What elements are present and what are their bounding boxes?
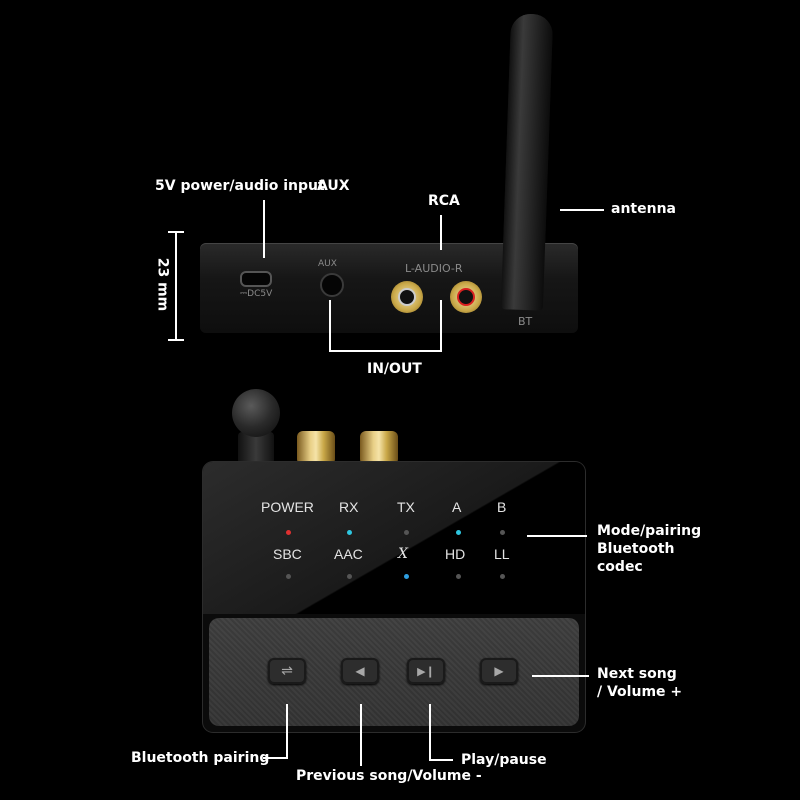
next-icon: ▶ bbox=[494, 664, 504, 678]
rca-left-port bbox=[391, 281, 423, 313]
indicator-hd-led bbox=[456, 574, 461, 579]
pairing-icon: ⇌ bbox=[281, 663, 293, 679]
indicator-glass-panel bbox=[203, 462, 585, 614]
rca-right-port bbox=[450, 281, 482, 313]
bt-label: BT bbox=[518, 315, 533, 328]
aux-port bbox=[320, 273, 344, 297]
indicator-aac-led bbox=[347, 574, 352, 579]
next-button[interactable]: ▶ bbox=[480, 658, 518, 684]
indicator-a-led bbox=[456, 530, 461, 535]
callout-mode-pairing-2: Bluetooth bbox=[597, 541, 675, 557]
rca-jack-gold-left bbox=[297, 431, 335, 465]
callout-in-out: IN/OUT bbox=[367, 361, 422, 377]
indicator-b-led bbox=[500, 530, 505, 535]
inout-line-bottom bbox=[329, 350, 442, 352]
indicator-b-label: B bbox=[497, 499, 507, 515]
indicator-aac-label: AAC bbox=[334, 546, 363, 562]
dimension-cap-top bbox=[168, 231, 184, 233]
indicator-sbc-led bbox=[286, 574, 291, 579]
indicator-ll-led bbox=[500, 574, 505, 579]
aux-port-label: AUX bbox=[318, 259, 337, 269]
callout-power-input: 5V power/audio input bbox=[155, 178, 325, 194]
play-pause-icon: ▶❙ bbox=[417, 664, 435, 678]
callout-antenna: antenna bbox=[611, 201, 676, 217]
previous-icon: ◀ bbox=[355, 664, 365, 678]
indicator-power-label: POWER bbox=[261, 499, 314, 515]
callout-line-play-v bbox=[429, 704, 431, 761]
callout-rca: RCA bbox=[428, 193, 460, 209]
indicator-power-led bbox=[286, 530, 291, 535]
callout-previous-song: Previous song/Volume - bbox=[296, 768, 482, 784]
callout-line-play-h bbox=[429, 759, 453, 761]
indicator-tx-led bbox=[404, 530, 409, 535]
callout-next-song-2: / Volume + bbox=[597, 684, 683, 700]
indicator-tx-label: TX bbox=[397, 499, 415, 515]
indicator-hd-label: HD bbox=[445, 546, 466, 562]
bluetooth-pairing-button[interactable]: ⇌ bbox=[268, 658, 306, 684]
callout-line-pairing-v bbox=[286, 704, 288, 758]
callout-mode-pairing-3: codec bbox=[597, 559, 643, 575]
inout-line-right bbox=[440, 300, 442, 352]
dimension-line bbox=[175, 231, 177, 341]
indicator-rx-led bbox=[347, 530, 352, 535]
antenna-ball bbox=[232, 389, 280, 437]
inout-line-left bbox=[329, 300, 331, 352]
usb-c-port bbox=[240, 271, 272, 287]
dimension-cap-bottom bbox=[168, 339, 184, 341]
rca-jack-gold-right bbox=[360, 431, 398, 465]
indicator-ll-label: LL bbox=[494, 546, 510, 562]
rca-port-label: L-AUDIO-R bbox=[405, 262, 463, 275]
callout-line-pairing-h bbox=[263, 757, 288, 759]
callout-next-song-1: Next song bbox=[597, 666, 677, 682]
callout-line-power bbox=[263, 200, 265, 258]
fabric-panel bbox=[209, 618, 579, 726]
usb-port-label: ⎓DC5V bbox=[240, 289, 273, 299]
callout-line-antenna bbox=[560, 209, 604, 211]
play-pause-button[interactable]: ▶❙ bbox=[407, 658, 445, 684]
callout-bluetooth-pairing: Bluetooth pairing bbox=[131, 750, 270, 766]
callout-line-prev bbox=[360, 704, 362, 766]
antenna-base bbox=[238, 432, 274, 464]
indicator-aptx-label: X bbox=[398, 546, 408, 562]
callout-dimension: 23 mm bbox=[154, 257, 171, 312]
indicator-a-label: A bbox=[452, 499, 462, 515]
callout-line-next bbox=[532, 675, 589, 677]
callout-line-rca bbox=[440, 215, 442, 250]
indicator-aptx-led bbox=[404, 574, 409, 579]
callout-mode-pairing-1: Mode/pairing bbox=[597, 523, 702, 539]
indicator-rx-label: RX bbox=[339, 499, 359, 515]
callout-play-pause: Play/pause bbox=[461, 752, 547, 768]
indicator-sbc-label: SBC bbox=[273, 546, 302, 562]
callout-line-mode bbox=[527, 535, 587, 537]
previous-button[interactable]: ◀ bbox=[341, 658, 379, 684]
callout-aux: AUX bbox=[317, 178, 350, 194]
